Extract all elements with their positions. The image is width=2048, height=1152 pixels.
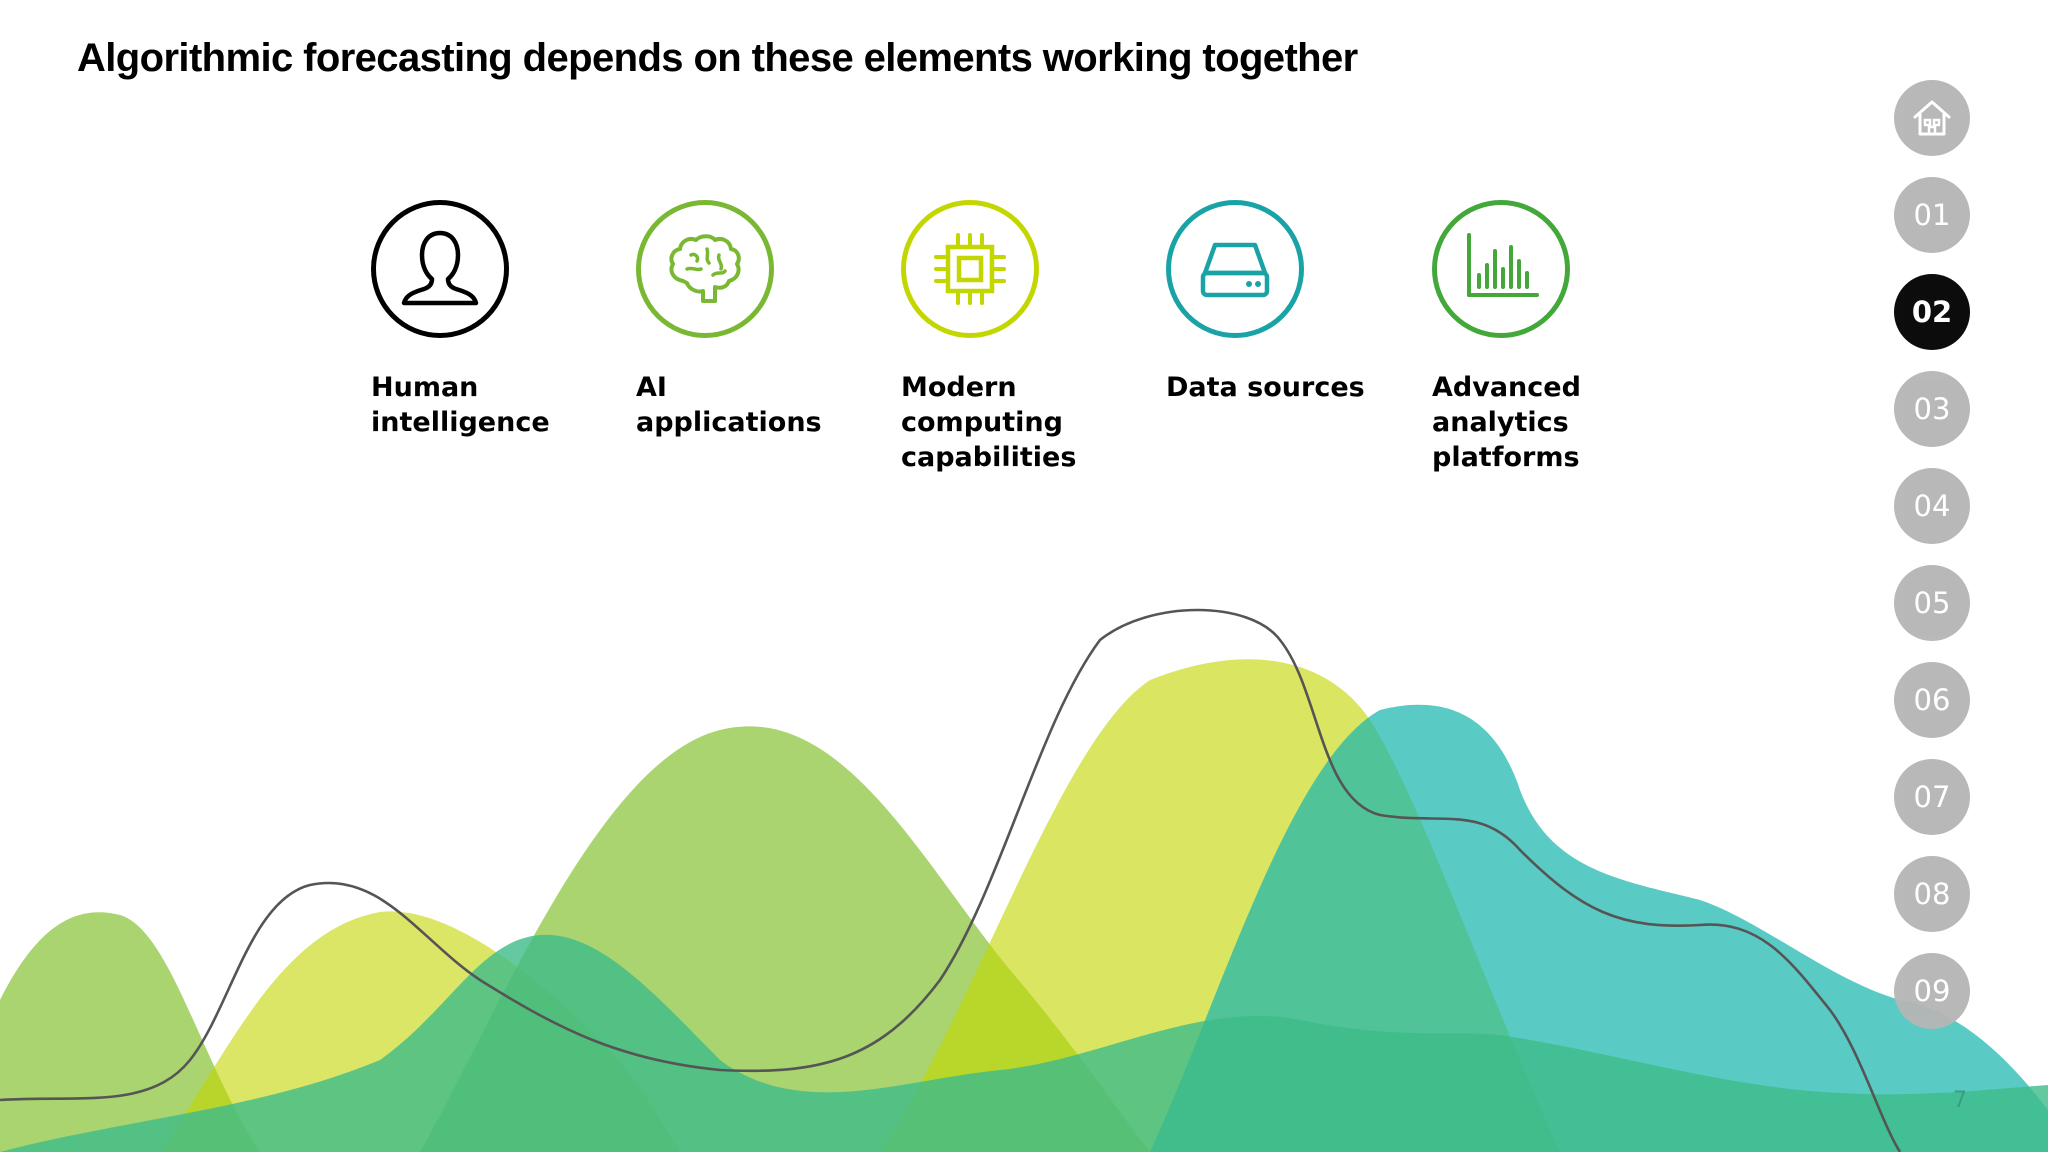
slide-title: Algorithmic forecasting depends on these…	[77, 36, 1358, 80]
element-human-intelligence: Human intelligence	[371, 200, 591, 440]
element-ring	[1432, 200, 1570, 338]
element-advanced-analytics: Advanced analytics platforms	[1432, 200, 1652, 475]
element-ring	[636, 200, 774, 338]
element-label: Human intelligence	[371, 372, 550, 438]
wave-light-green-left	[0, 912, 260, 1152]
person-icon	[401, 230, 479, 306]
element-label: Modern computing capabilities	[901, 372, 1077, 473]
nav-item-07[interactable]: 07	[1894, 759, 1970, 835]
nav-item-03[interactable]: 03	[1894, 371, 1970, 447]
brain-icon	[669, 234, 741, 303]
nav-item-05[interactable]: 05	[1894, 565, 1970, 641]
wave-green-base	[0, 934, 2048, 1152]
database-icon	[1200, 242, 1270, 298]
trend-line	[0, 608, 1902, 1152]
nav-item-06[interactable]: 06	[1894, 662, 1970, 738]
bar-chart-icon	[1467, 233, 1539, 297]
nav-home-button[interactable]	[1894, 80, 1970, 156]
home-icon	[1913, 100, 1951, 136]
section-nav: 01 02 03 04 05 06 07 08 09	[1894, 80, 1972, 1050]
nav-item-09[interactable]: 09	[1894, 953, 1970, 1029]
element-modern-computing: Modern computing capabilities	[901, 200, 1121, 475]
nav-item-08[interactable]: 08	[1894, 856, 1970, 932]
element-label: Data sources	[1166, 372, 1365, 403]
element-ring	[901, 200, 1039, 338]
element-data-sources: Data sources	[1166, 200, 1386, 405]
element-label: Advanced analytics platforms	[1432, 372, 1581, 473]
element-ring	[371, 200, 509, 338]
element-ai-applications: AI applications	[636, 200, 856, 440]
nav-item-02[interactable]: 02	[1894, 274, 1970, 350]
page-number: 7	[1953, 1088, 1967, 1113]
element-label: AI applications	[636, 372, 822, 438]
chip-icon	[934, 233, 1006, 305]
element-ring	[1166, 200, 1304, 338]
nav-item-04[interactable]: 04	[1894, 468, 1970, 544]
nav-item-01[interactable]: 01	[1894, 177, 1970, 253]
